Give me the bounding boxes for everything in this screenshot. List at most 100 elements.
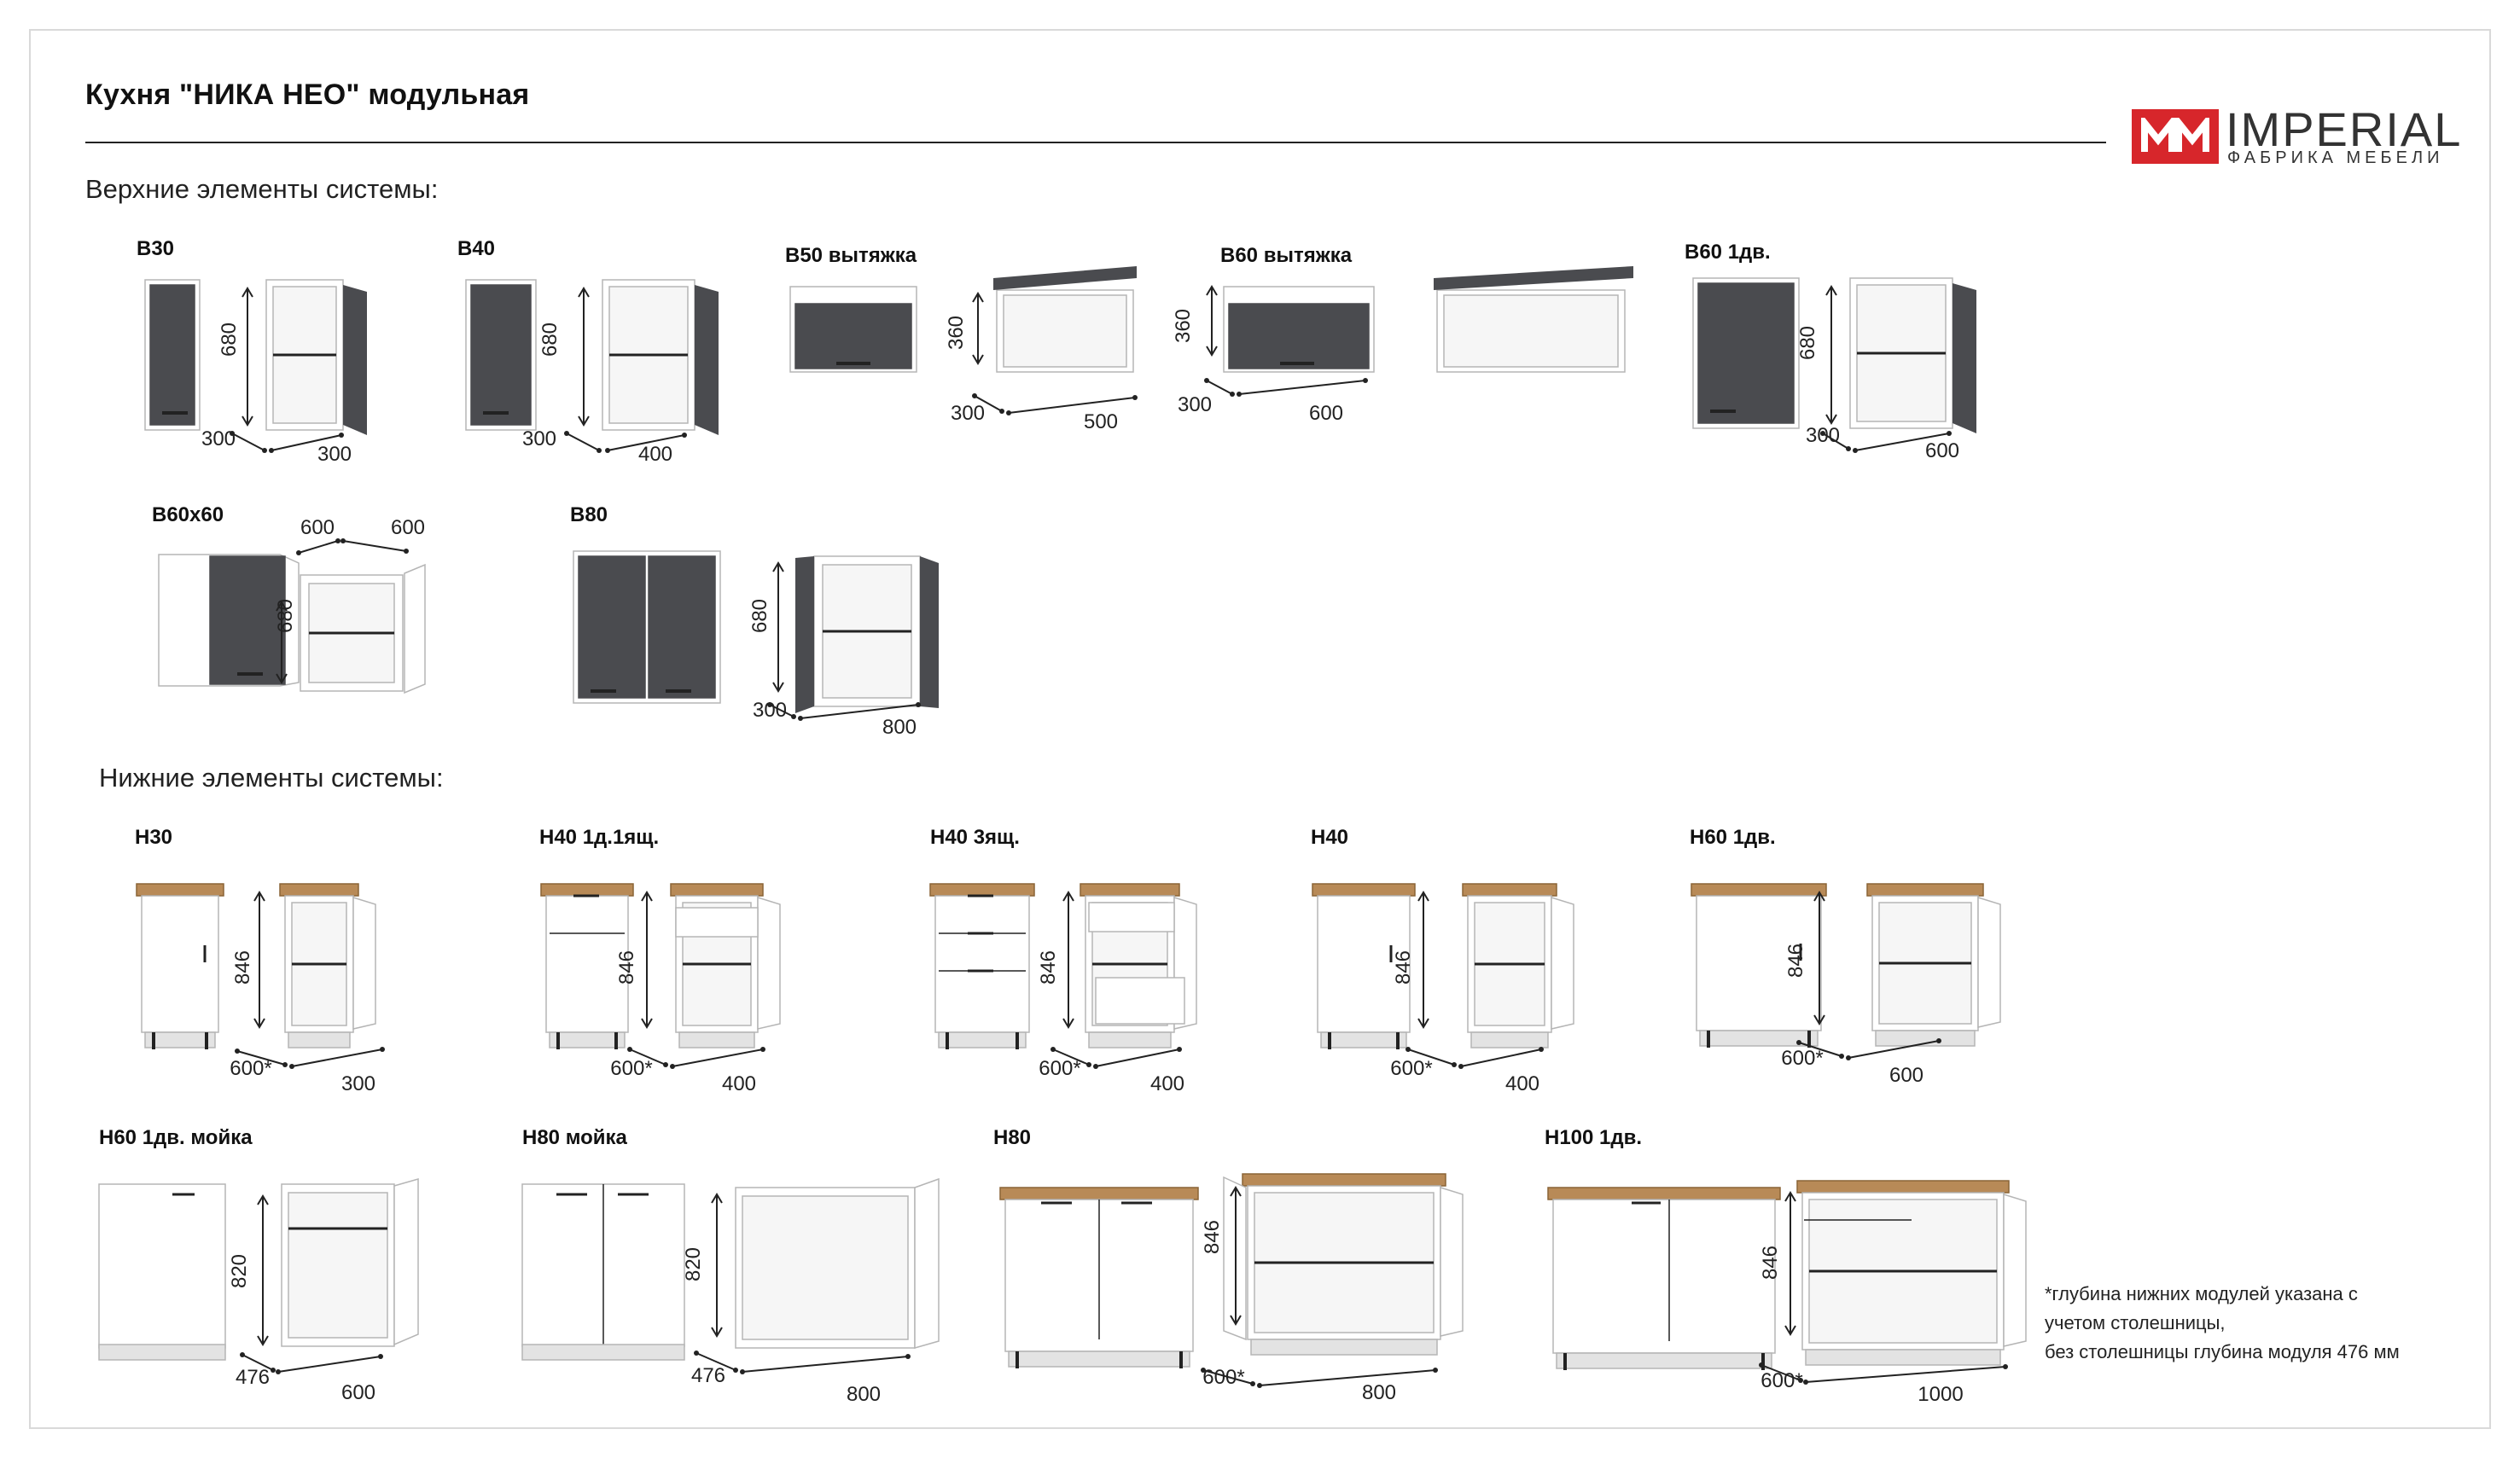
module-label: Н80 (993, 1126, 1032, 1149)
module-label: Н40 (1311, 826, 1349, 849)
module-dimensions: 680 300 300 (201, 322, 352, 466)
dim-line-depth (236, 1050, 286, 1066)
dim-arrow (262, 448, 267, 453)
dim-line-width (1238, 380, 1366, 395)
module-label: Н80 мойка (522, 1126, 627, 1149)
dim-arrow (1846, 446, 1851, 451)
dim-width: 600 (1309, 402, 1343, 425)
dim-width: 1000 (1918, 1383, 1963, 1406)
dim-arrow (1796, 1040, 1801, 1045)
dim-arrow (1363, 378, 1368, 383)
module-v60x60: В60х60 680 600 600 (152, 503, 476, 708)
dim-depth: 600* (610, 1057, 652, 1080)
module-drawing (98, 1178, 419, 1374)
carcass-inside (1003, 294, 1127, 368)
page-title: Кухня "НИКА НЕО" модульная (85, 78, 530, 111)
dim-arrow (564, 431, 569, 436)
module-drawing (1692, 277, 1976, 453)
dim-arrow (296, 550, 301, 555)
imperial-logo: IMPERIAL ФАБРИКА МЕБЕЛИ (2132, 106, 2482, 169)
dim-arrow (235, 1048, 240, 1054)
dim-arrow (1230, 392, 1235, 397)
open-door (2003, 1193, 2027, 1347)
dim-arrow (271, 1368, 276, 1373)
footnote-line: без столешницы глубина модуля 476 мм (2045, 1341, 2400, 1362)
plinth (1805, 1349, 2001, 1366)
dim-arrow (1784, 1191, 1796, 1336)
open-door (1977, 896, 2001, 1028)
dim-arrow (1405, 1047, 1411, 1052)
dim-line-width (271, 434, 342, 451)
open-door (1551, 896, 1574, 1030)
dim-height: 680 (1796, 326, 1819, 360)
dim-arrow (380, 1047, 385, 1052)
dim-line-width (1805, 1366, 2006, 1383)
dim-arrow (1006, 410, 1011, 415)
carcass (934, 895, 1030, 1033)
dim-arrow (1177, 1047, 1182, 1052)
module-dimensions: 680 600 600 (274, 516, 425, 633)
dim-arrow (916, 702, 921, 707)
dim-depth: 300 (1806, 424, 1840, 447)
dim-height: 846 (615, 950, 638, 985)
dim-arrow (1846, 1055, 1851, 1060)
module-label: Н100 1дв. (1545, 1126, 1643, 1149)
open-door (695, 285, 719, 435)
dim-arrow (1201, 1368, 1206, 1373)
dim-line-width (277, 1356, 381, 1373)
carcass-inside (742, 1195, 909, 1340)
dim-line-width (800, 704, 919, 719)
dim-arrow (711, 1193, 723, 1338)
module-dimensions: 680 300 600 (1796, 326, 1959, 462)
dim-arrow (339, 433, 344, 438)
dim-arrow (972, 292, 984, 365)
module-dimensions: 820 476 600 (228, 1254, 375, 1404)
module-n80-sink: Н80 мойка 820 476 800 (521, 1126, 949, 1408)
module-dimensions: 846 600* 600 (1781, 944, 1923, 1087)
dim-arrow (760, 1047, 765, 1052)
dim-depth: 300 (522, 427, 556, 450)
section-lower-title: Нижние элементы системы: (99, 763, 444, 793)
open-door (404, 563, 426, 694)
dim-arrow (670, 1064, 675, 1069)
dim-height: 846 (1037, 950, 1060, 985)
dim-arrow (404, 549, 409, 554)
dim-height: 680 (748, 599, 771, 633)
module-v40: В40 680 300 400 (457, 237, 719, 468)
module-label: Н40 3ящ. (930, 826, 1020, 849)
module-dimensions: 360 300 600 (1172, 309, 1343, 425)
dim-arrow (1050, 1047, 1056, 1052)
module-label: Н60 1дв. мойка (99, 1126, 253, 1149)
carcass-inside (1443, 294, 1619, 368)
dim-line-depth (242, 1354, 274, 1371)
module-dimensions: 680 300 400 (522, 322, 672, 466)
dim-line-depth (566, 433, 600, 451)
dim-line-width (291, 1048, 383, 1067)
dim-arrow (641, 891, 653, 1029)
dim-line-depth (1407, 1048, 1455, 1066)
door-right (648, 555, 716, 699)
dim-height: 820 (228, 1254, 251, 1288)
module-label: В80 (570, 503, 608, 526)
door-front (209, 555, 286, 685)
module-label: В40 (457, 237, 496, 260)
dim-arrow (1825, 285, 1837, 425)
dim-arrow (1250, 1381, 1255, 1386)
module-v60-1d: В60 1дв. 680 300 600 (1685, 241, 2009, 462)
dim-arrow (578, 287, 590, 427)
dim-width: 800 (847, 1383, 881, 1406)
module-label: Н60 1дв. (1690, 826, 1776, 849)
module-dimensions: 846 600* 400 (1390, 950, 1539, 1095)
dim-arrow (1947, 431, 1952, 436)
door-front (1697, 282, 1795, 424)
dim-height: 680 (274, 599, 297, 633)
module-v80: В80 680 300 800 (570, 503, 946, 742)
module-label: Н30 (135, 826, 173, 849)
module-label: В60х60 (152, 503, 224, 526)
dim-arrow (1853, 448, 1858, 453)
dim-line-width (607, 434, 685, 451)
dim-depth: 300 (1178, 393, 1212, 416)
plinth (1250, 1339, 1438, 1356)
dim-line-depth (629, 1048, 666, 1066)
dim-width: 800 (882, 716, 917, 739)
